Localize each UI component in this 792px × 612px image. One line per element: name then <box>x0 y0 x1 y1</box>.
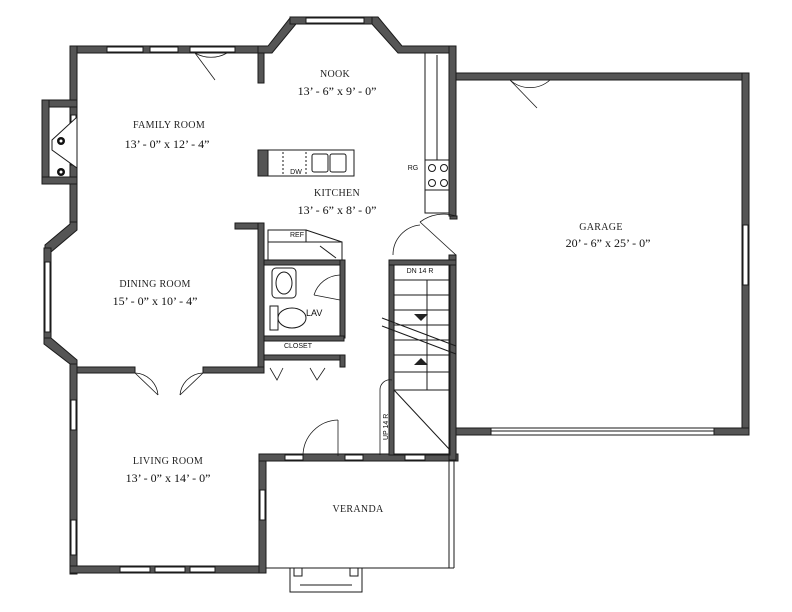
lav-label: LAV <box>306 308 322 318</box>
nook-name: NOOK <box>320 69 351 80</box>
family-room-name: FAMILY ROOM <box>133 120 205 131</box>
windows <box>44 17 749 573</box>
dining-room-name: DINING ROOM <box>119 279 190 290</box>
stair-up-label: UP 14 R <box>383 414 390 440</box>
refrigerator-label: REF <box>290 232 304 239</box>
family-room-dims: 13’ - 0” x 12’ - 4” <box>125 137 210 151</box>
garage-dims: 20’ - 6” x 25’ - 0” <box>566 236 651 250</box>
nook-dims: 13’ - 6” x 9’ - 0” <box>298 84 377 98</box>
lav-fixtures <box>269 267 307 331</box>
kitchen-fixtures <box>257 52 450 261</box>
kitchen-name: KITCHEN <box>314 188 360 199</box>
interior-walls <box>76 52 458 456</box>
fireplace <box>51 115 78 176</box>
living-room-dims: 13’ - 0” x 14’ - 0” <box>126 471 211 485</box>
stairs <box>381 264 457 456</box>
dining-room-dims: 15’ - 0” x 10’ - 4” <box>113 294 198 308</box>
veranda <box>265 461 455 593</box>
closet-label: CLOSET <box>284 343 313 350</box>
room-labels: FAMILY ROOM 13’ - 0” x 12’ - 4” NOOK 13’… <box>113 69 651 515</box>
living-room-name: LIVING ROOM <box>133 456 203 467</box>
veranda-name: VERANDA <box>333 504 384 515</box>
doors <box>134 52 551 457</box>
stair-down-label: DN 14 R <box>407 268 434 275</box>
dishwasher-label: DW <box>290 169 302 176</box>
garage-name: GARAGE <box>579 222 622 233</box>
range-label: RG <box>408 165 419 172</box>
kitchen-dims: 13’ - 6” x 8’ - 0” <box>298 203 377 217</box>
